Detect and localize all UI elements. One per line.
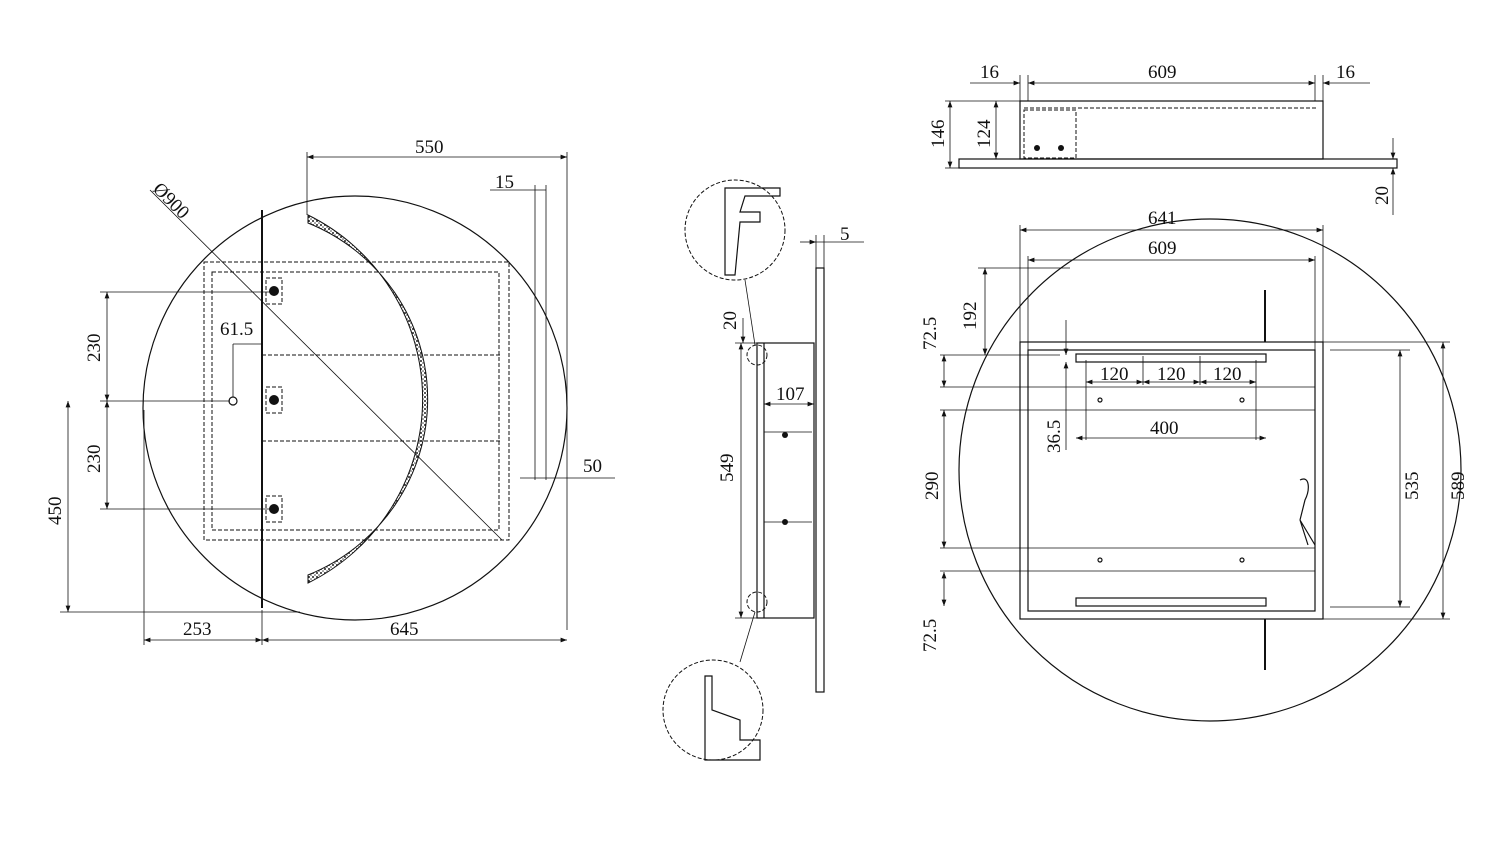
power-cable-icon bbox=[1299, 478, 1316, 546]
hinge-icons bbox=[265, 277, 283, 523]
dim-550: 550 bbox=[415, 137, 444, 158]
dim-20: 20 bbox=[720, 311, 741, 330]
detail-bottom-profile bbox=[704, 675, 761, 761]
dim-15: 15 bbox=[495, 172, 514, 193]
dim-16-left: 16 bbox=[980, 62, 999, 83]
cabinet-outline-hidden bbox=[203, 261, 510, 541]
switch-hole bbox=[228, 396, 238, 406]
dim-230-bottom: 230 bbox=[84, 445, 105, 474]
top-view: 16 609 16 146 124 20 bbox=[928, 62, 1398, 215]
dim-549: 549 bbox=[717, 454, 738, 483]
detail-top-profile bbox=[724, 187, 781, 276]
dim-609-top: 609 bbox=[1148, 62, 1177, 83]
cabinet-top bbox=[1019, 100, 1324, 160]
dim-641: 641 bbox=[1148, 208, 1177, 229]
side-view: 5 20 107 549 bbox=[662, 179, 864, 761]
dim-450: 450 bbox=[45, 497, 66, 526]
mounting-rail-top bbox=[1075, 353, 1267, 363]
cabinet-section bbox=[756, 342, 815, 619]
dim-5: 5 bbox=[840, 224, 850, 245]
dim-400: 400 bbox=[1150, 418, 1179, 439]
dim-120-a: 120 bbox=[1100, 364, 1129, 385]
cabinet-back bbox=[1019, 341, 1324, 620]
dim-192: 192 bbox=[960, 302, 981, 331]
dim-609-rear: 609 bbox=[1148, 238, 1177, 259]
dim-290: 290 bbox=[922, 472, 943, 501]
mirror-panel bbox=[815, 267, 825, 693]
dim-253: 253 bbox=[183, 619, 212, 640]
dim-120-b: 120 bbox=[1157, 364, 1186, 385]
rear-mirror-outline bbox=[958, 218, 1462, 722]
dim-61-5: 61.5 bbox=[220, 319, 253, 340]
dim-645: 645 bbox=[390, 619, 419, 640]
dim-16-right: 16 bbox=[1336, 62, 1355, 83]
dim-107: 107 bbox=[776, 384, 805, 405]
dim-50: 50 bbox=[583, 456, 602, 477]
mirror-top bbox=[958, 158, 1398, 169]
dim-230-top: 230 bbox=[84, 334, 105, 363]
front-view: 550 15 Ø900 61.5 230 230 450 50 253 645 bbox=[45, 137, 615, 645]
dim-124: 124 bbox=[974, 119, 995, 148]
dim-diameter-900: Ø900 bbox=[148, 179, 193, 224]
dim-589: 589 bbox=[1448, 472, 1469, 501]
dim-535: 535 bbox=[1402, 472, 1423, 501]
mirror-outline bbox=[142, 195, 568, 621]
dim-20-mirror: 20 bbox=[1372, 186, 1393, 205]
diameter-leader bbox=[149, 189, 503, 541]
dim-72-5-bottom: 72.5 bbox=[920, 619, 941, 652]
dim-146: 146 bbox=[928, 120, 949, 149]
dim-72-5-top: 72.5 bbox=[920, 317, 941, 350]
dim-120-c: 120 bbox=[1213, 364, 1242, 385]
dim-36-5: 36.5 bbox=[1044, 420, 1065, 453]
led-strip bbox=[307, 214, 429, 584]
rear-view: 641 609 192 72.5 120 120 120 36.5 400 29… bbox=[920, 208, 1469, 722]
mounting-rail-bottom bbox=[1075, 597, 1267, 607]
detail-circle-top bbox=[684, 179, 786, 281]
